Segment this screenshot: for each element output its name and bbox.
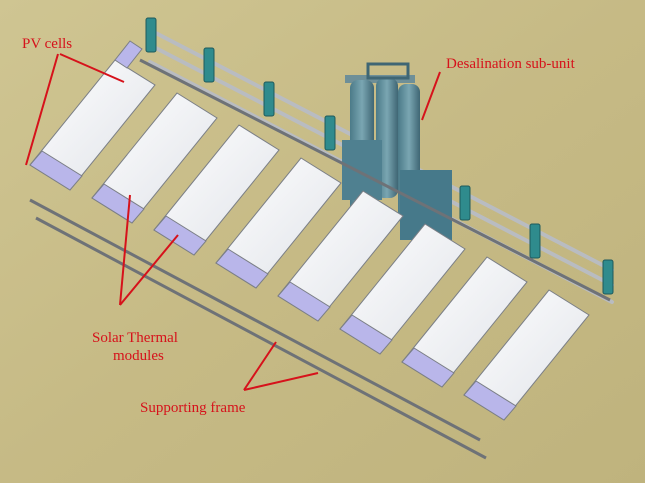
label-modules: modules <box>113 348 164 364</box>
collector-module <box>401 256 528 388</box>
label-solar-thermal: Solar Thermal <box>92 330 178 346</box>
desalination-unit <box>342 62 452 240</box>
collector-module <box>29 40 156 191</box>
collector-module <box>463 289 590 421</box>
label-pv-cells: PV cells <box>22 36 72 52</box>
collector-module <box>215 157 342 289</box>
collector-module <box>91 92 218 224</box>
supporting-frame <box>29 58 611 460</box>
collector-modules <box>29 40 590 421</box>
label-supporting-frame: Supporting frame <box>140 400 246 416</box>
collector-module <box>277 190 404 322</box>
callout-lines <box>25 53 441 391</box>
collector-module <box>153 124 280 256</box>
collector-module <box>339 223 466 355</box>
circulation-pumps <box>145 17 614 295</box>
label-desalination: Desalination sub-unit <box>446 56 576 72</box>
